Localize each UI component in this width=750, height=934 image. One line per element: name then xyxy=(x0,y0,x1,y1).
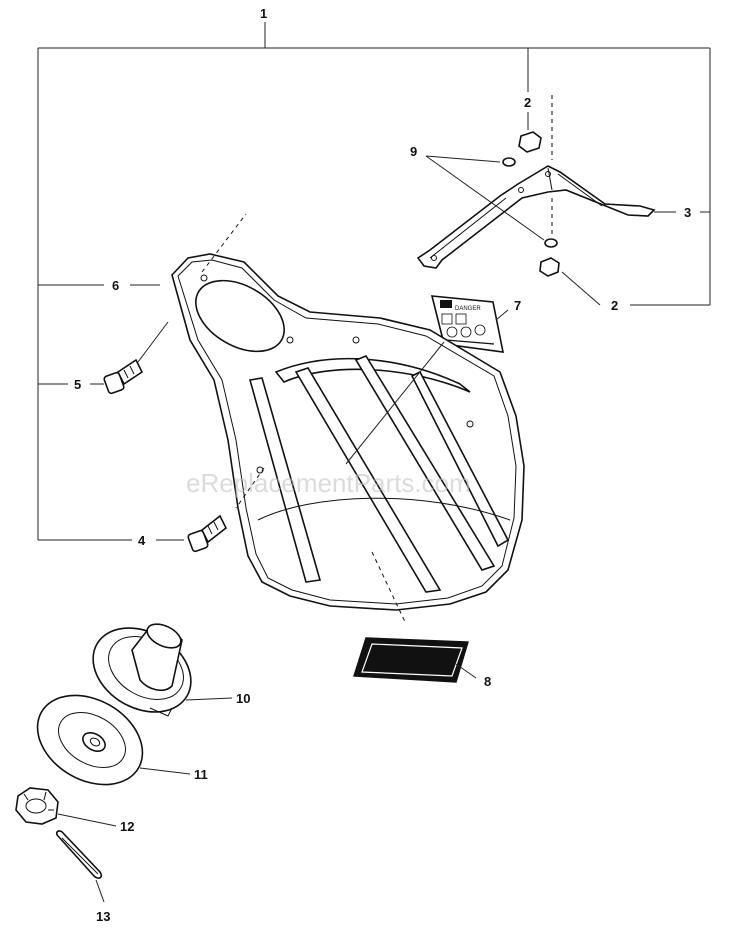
decal-danger-text: DANGER xyxy=(455,306,481,312)
bracket-arm-part xyxy=(416,95,656,269)
bolt-upper xyxy=(103,358,144,395)
callout-13: 13 xyxy=(96,909,110,924)
spool-holder-part xyxy=(92,623,192,717)
callout-1: 1 xyxy=(260,6,267,21)
washer-bottom xyxy=(544,238,558,248)
decal-brand-text: ECHO xyxy=(238,652,285,669)
callout-labels: 1 2 9 3 2 7 6 5 4 8 10 11 12 13 xyxy=(74,6,691,924)
cotter-pin-part xyxy=(55,830,103,879)
callout-12: 12 xyxy=(120,819,134,834)
nut-bottom xyxy=(539,257,560,277)
callout-6: 6 xyxy=(112,278,119,293)
guard-part xyxy=(171,213,525,625)
warning-decal: DANGER xyxy=(430,295,505,353)
callout-3: 3 xyxy=(684,205,691,220)
nut-top xyxy=(518,131,542,153)
washer-top xyxy=(502,157,516,167)
assembly-bracket xyxy=(37,22,711,540)
castle-nut-part xyxy=(15,787,59,825)
watermark-text: eReplacementParts.com xyxy=(186,468,471,498)
leader-lines xyxy=(38,112,710,903)
callout-5: 5 xyxy=(74,377,81,392)
callout-2-bottom: 2 xyxy=(611,298,618,313)
callout-2-top: 2 xyxy=(524,95,531,110)
bolt-lower xyxy=(187,514,228,553)
callout-10: 10 xyxy=(236,691,250,706)
callout-4: 4 xyxy=(138,533,146,548)
callout-8: 8 xyxy=(484,674,491,689)
cup-washer-part xyxy=(36,694,144,786)
callout-9: 9 xyxy=(410,144,417,159)
echo-decal: ECHO xyxy=(238,637,469,683)
callout-11: 11 xyxy=(194,767,208,782)
callout-7: 7 xyxy=(514,298,521,313)
